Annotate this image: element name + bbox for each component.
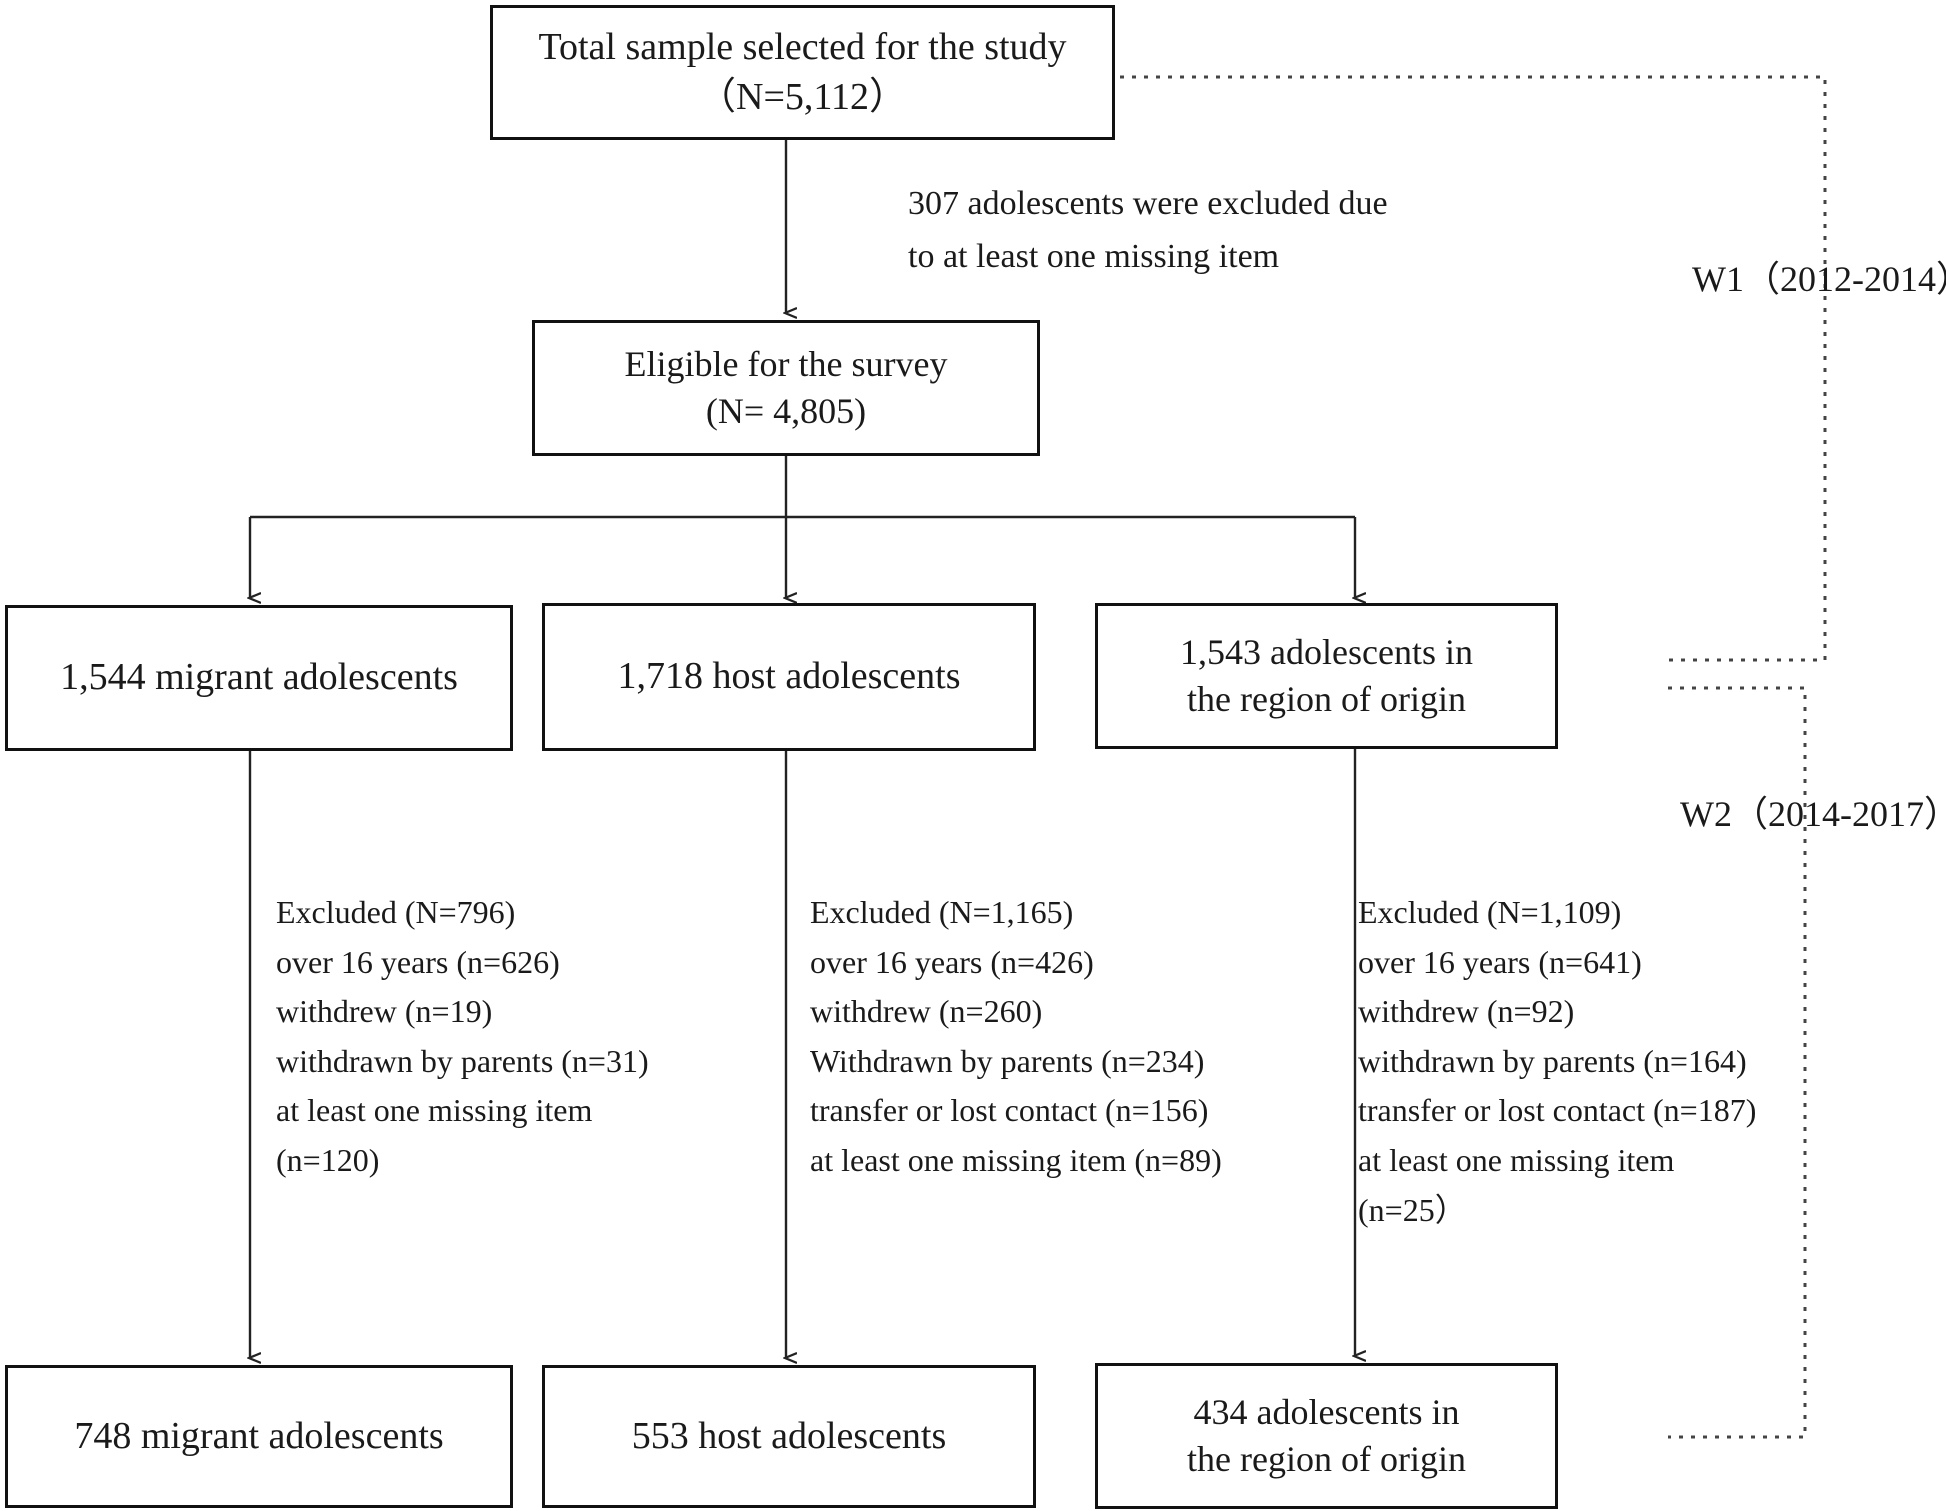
node-origin-adolescents-w1[interactable]: 1,543 adolescents in the region of origi… (1095, 603, 1558, 749)
wave1-label: W1（2012-2014） (1692, 259, 1946, 299)
node-origin-adolescents-w2[interactable]: 434 adolescents in the region of origin (1095, 1363, 1558, 1509)
node-eligible-for-survey[interactable]: Eligible for the survey (N= 4,805) (532, 320, 1040, 456)
node-host-adolescents-w2[interactable]: 553 host adolescents (542, 1365, 1036, 1508)
annotation-origin-exclusions: Excluded (N=1,109) over 16 years (n=641)… (1358, 894, 1757, 1228)
node-host-adolescents-w2-label: 553 host adolescents (631, 1414, 947, 1457)
wave2-label: W2（2014-2017） (1680, 794, 1946, 834)
node-migrant-adolescents-w1[interactable]: 1,544 migrant adolescents (5, 605, 513, 751)
node-host-adolescents-w1-label: 1,718 host adolescents (617, 655, 961, 698)
node-migrant-adolescents-w2-label: 748 migrant adolescents (74, 1414, 444, 1457)
node-migrant-adolescents-w1-label: 1,544 migrant adolescents (60, 656, 458, 699)
node-origin-adolescents-w2-label: 434 adolescents in the region of origin (1187, 1392, 1466, 1479)
node-origin-adolescents-w1-label: 1,543 adolescents in the region of origi… (1180, 632, 1473, 719)
node-eligible-for-survey-label: Eligible for the survey (N= 4,805) (624, 344, 948, 431)
annotation-initial-exclusions: 307 adolescents were excluded due to at … (908, 185, 1388, 275)
wave1-bracket (1108, 75, 1827, 662)
node-total-sample-label: Total sample selected for the study （N=5… (538, 26, 1067, 118)
node-host-adolescents-w1[interactable]: 1,718 host adolescents (542, 603, 1036, 751)
annotation-host-exclusions: Excluded (N=1,165) over 16 years (n=426)… (810, 894, 1222, 1178)
node-migrant-adolescents-w2[interactable]: 748 migrant adolescents (5, 1365, 513, 1508)
annotation-migrant-exclusions: Excluded (N=796) over 16 years (n=626) w… (276, 894, 649, 1178)
node-total-sample[interactable]: Total sample selected for the study （N=5… (490, 5, 1115, 140)
